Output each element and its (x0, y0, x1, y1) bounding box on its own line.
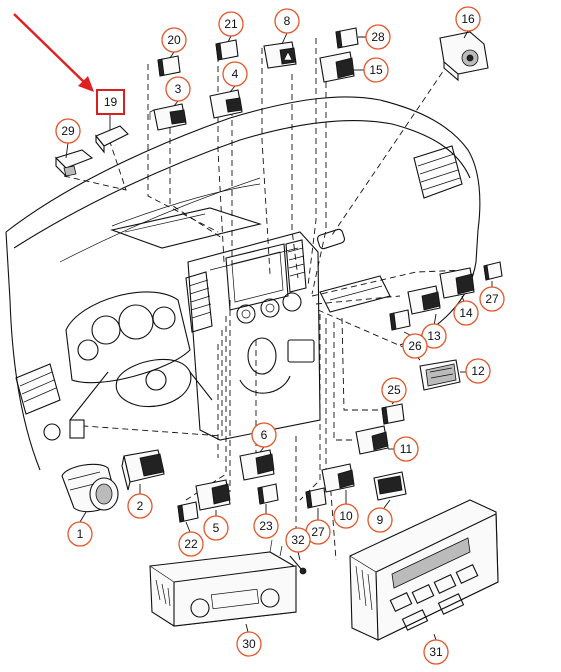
part-13-switch (407, 285, 441, 315)
callouts: 19 29 20 3 21 4 8 28 (55, 6, 505, 665)
callout-2: 2 (127, 493, 153, 519)
part-6-switch (239, 449, 275, 481)
callout-2-label: 2 (137, 499, 144, 513)
part-22 (177, 501, 199, 523)
part-19-cap (95, 125, 129, 154)
dashed-assembly-lines (63, 38, 469, 561)
part-20 (157, 55, 181, 77)
callout-28: 28 (365, 24, 391, 50)
callout-3-label: 3 (175, 82, 182, 96)
part-32-screw (289, 555, 307, 575)
part-9-switch (373, 471, 407, 501)
callout-15: 15 (363, 57, 389, 83)
callout-6: 6 (251, 422, 277, 448)
callout-4-label: 4 (232, 67, 239, 81)
callout-27-lower: 27 (305, 519, 331, 545)
part-28 (335, 27, 359, 49)
callout-15-label: 15 (369, 63, 383, 77)
callout-14-label: 14 (459, 306, 473, 320)
callout-29-label: 29 (61, 124, 75, 138)
callout-5-label: 5 (213, 521, 220, 535)
callout-20: 20 (161, 27, 187, 53)
part-11-switch (355, 425, 389, 455)
part-15-switch (319, 51, 355, 83)
callout-16: 16 (455, 6, 481, 32)
callout-20-label: 20 (167, 33, 181, 47)
callout-22-label: 22 (184, 537, 198, 551)
part-31-climate-control (349, 499, 499, 641)
callout-10-label: 10 (339, 509, 353, 523)
pointer-arrow (13, 13, 94, 92)
callout-10: 10 (333, 503, 359, 529)
part-27-lower (305, 487, 327, 509)
callout-25-label: 25 (387, 383, 401, 397)
callout-29: 29 (55, 118, 81, 144)
callout-30-label: 30 (242, 637, 256, 651)
callout-25: 25 (381, 377, 407, 403)
callout-6-label: 6 (261, 428, 268, 442)
callout-4: 4 (222, 61, 248, 87)
callout-9-label: 9 (377, 513, 384, 527)
callout-32-label: 32 (291, 533, 305, 547)
part-12-switch (419, 359, 461, 391)
callout-27b-label: 27 (311, 525, 325, 539)
part-2-switch (121, 449, 165, 491)
callout-1-label: 1 (77, 527, 84, 541)
part-27-upper (483, 261, 503, 281)
part-4-switch (209, 89, 243, 119)
callout-19: 19 (96, 89, 125, 115)
callout-13: 13 (421, 323, 447, 349)
callout-27a-label: 27 (485, 292, 499, 306)
callout-14: 14 (453, 300, 479, 326)
dashboard-outline (5, 96, 481, 471)
callout-13-label: 13 (427, 329, 441, 343)
callout-8: 8 (274, 8, 300, 34)
callout-26-label: 26 (408, 339, 422, 353)
part-10-switch (321, 463, 355, 493)
callout-11: 11 (393, 436, 419, 462)
callout-23: 23 (253, 513, 279, 539)
callout-32: 32 (285, 527, 311, 553)
part-1-light-switch (61, 463, 119, 513)
part-8-switch (263, 41, 297, 69)
part-3-switch (149, 103, 187, 131)
callout-31: 31 (423, 639, 449, 665)
part-26 (389, 309, 411, 331)
part-30-climate-control (149, 539, 297, 627)
callout-31-label: 31 (429, 645, 443, 659)
callout-12: 12 (465, 358, 491, 384)
part-29-cover (54, 149, 94, 178)
callout-26: 26 (402, 333, 428, 359)
part-5-switch (195, 479, 231, 511)
callout-19-label: 19 (104, 95, 118, 109)
callout-30: 30 (236, 631, 262, 657)
part-16-socket (439, 31, 489, 82)
callout-11-label: 11 (400, 442, 413, 456)
callout-9: 9 (367, 507, 393, 533)
callout-22: 22 (178, 531, 204, 557)
callout-21: 21 (218, 11, 244, 37)
part-23 (257, 483, 279, 505)
callout-3: 3 (165, 76, 191, 102)
callout-16-label: 16 (461, 12, 475, 26)
callout-5: 5 (203, 515, 229, 541)
callout-28-label: 28 (371, 30, 385, 44)
callout-1: 1 (67, 521, 93, 547)
callout-21-label: 21 (224, 17, 238, 31)
callout-12-label: 12 (471, 364, 485, 378)
callout-leaders (65, 30, 493, 641)
part-14-switch (439, 267, 475, 299)
part-25 (381, 403, 405, 425)
callout-8-label: 8 (284, 14, 291, 28)
parts (54, 27, 503, 641)
callout-27-upper: 27 (479, 286, 505, 312)
part-21 (215, 39, 239, 61)
callout-23-label: 23 (259, 519, 273, 533)
